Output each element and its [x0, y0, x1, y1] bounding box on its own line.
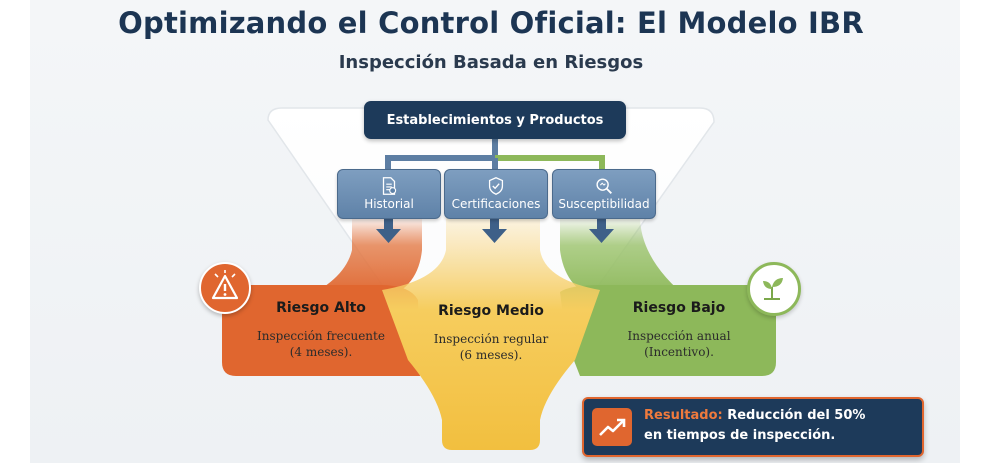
factor-susceptibilidad: Susceptibilidad	[552, 169, 656, 219]
level-high-desc-line2: (4 meses).	[289, 345, 353, 359]
page-subtitle: Inspección Basada en Riesgos	[338, 52, 644, 73]
level-medium-desc-line1: Inspección regular	[433, 332, 549, 346]
warning-icon	[199, 262, 251, 314]
block-high	[222, 285, 420, 376]
level-low-title: Riesgo Bajo	[632, 300, 726, 316]
connector-lines	[385, 139, 605, 170]
level-high-title: Riesgo Alto	[276, 300, 366, 316]
level-medium-desc-line2: (6 meses).	[459, 348, 523, 362]
arrows	[376, 217, 614, 243]
level-high-desc: Inspección frecuente (4 meses).	[226, 328, 416, 360]
result-text-line2: en tiempos de inspección.	[644, 428, 836, 443]
factor-label: Historial	[364, 197, 414, 211]
level-low-desc-line2: (Incentivo).	[644, 345, 714, 359]
factor-certificaciones: Certificaciones	[444, 169, 548, 219]
trending-up-icon	[592, 408, 632, 446]
stream-low	[560, 216, 690, 300]
page-title: Optimizando el Control Oficial: El Model…	[118, 6, 864, 40]
factor-label: Susceptibilidad	[558, 197, 650, 211]
top-box: Establecimientos y Productos	[364, 101, 626, 139]
level-low-desc: Inspección anual (Incentivo).	[586, 328, 772, 360]
magnifier-icon	[596, 178, 612, 194]
seedling-icon	[747, 262, 801, 316]
factor-historial: Historial	[337, 169, 441, 219]
level-medium-desc: Inspección regular (6 meses).	[400, 331, 582, 363]
level-high-desc-line1: Inspección frecuente	[257, 329, 385, 343]
level-low-desc-line1: Inspección anual	[627, 329, 731, 343]
level-medium-title: Riesgo Medio	[438, 303, 544, 319]
factor-label: Certificaciones	[451, 197, 541, 211]
block-low	[560, 285, 776, 376]
result-label: Resultado:	[644, 408, 723, 423]
block-medium	[382, 216, 600, 450]
result-box: Resultado: Reducción del 50% en tiempos …	[582, 397, 924, 457]
top-box-label: Establecimientos y Productos	[386, 112, 604, 128]
shield-check-icon	[488, 177, 504, 195]
result-text: Resultado: Reducción del 50% en tiempos …	[644, 406, 916, 446]
result-text-line1: Reducción del 50%	[727, 408, 866, 423]
document-icon	[382, 177, 397, 195]
